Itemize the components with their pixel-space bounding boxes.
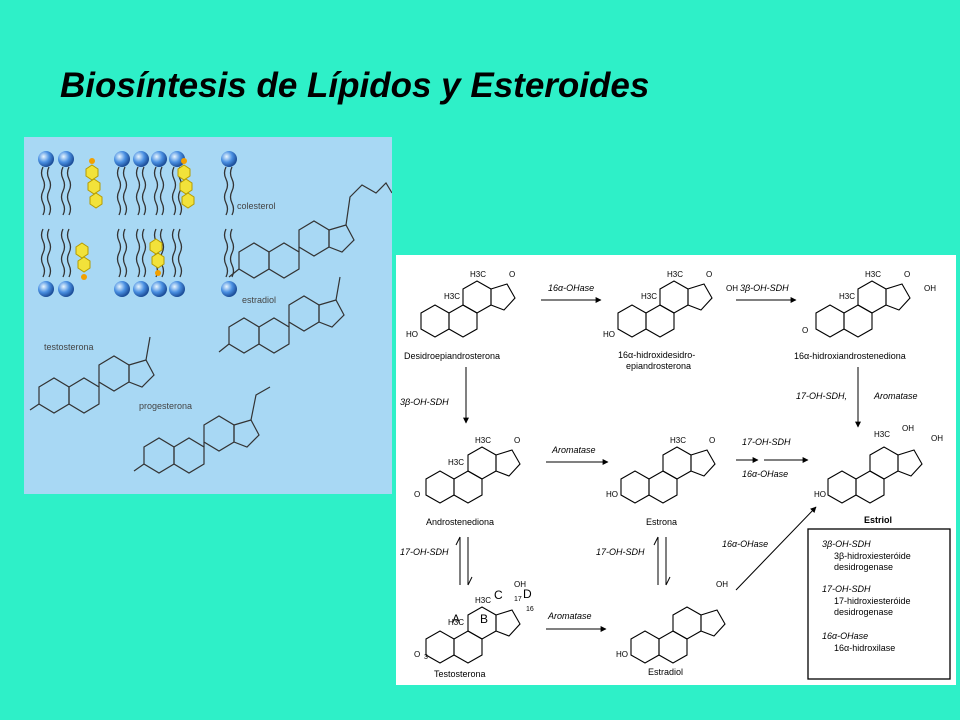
svg-text:O: O: [514, 436, 520, 445]
label-estrona: Estrona: [646, 517, 677, 527]
svg-text:HO: HO: [616, 650, 628, 659]
svg-text:OH: OH: [716, 580, 728, 589]
bottom-leaflet: [38, 228, 237, 297]
svg-text:H3C: H3C: [874, 430, 890, 439]
label-androstenediona: Androstenediona: [426, 517, 494, 527]
svg-text:17-OH-SDH: 17-OH-SDH: [400, 547, 449, 557]
svg-text:O: O: [802, 326, 808, 335]
top-leaflet: [38, 151, 237, 216]
compound-estradiol: OH HO Estradiol: [616, 580, 728, 677]
compound-androstenedione: H3C H3C O O Androstenediona: [414, 436, 521, 527]
svg-text:OH: OH: [924, 284, 936, 293]
slide-title: Biosíntesis de Lípidos y Esteroides: [60, 66, 650, 105]
label-16oh-dhea-2: epiandrosterona: [626, 361, 691, 371]
svg-text:Aromatase: Aromatase: [873, 391, 918, 401]
label-estradiol: estradiol: [242, 295, 276, 305]
svg-text:HO: HO: [814, 490, 826, 499]
cholesterol-structure: [228, 182, 392, 279]
svg-text:A: A: [452, 612, 460, 626]
compound-testosterone: A B C D H3C H3C OH 17 16 O 3 Testosteron…: [414, 580, 534, 679]
svg-text:17: 17: [514, 596, 522, 603]
label-16oh-androstenedione: 16α-hidroxiandrostenediona: [794, 351, 906, 361]
compound-dhea: H3C H3C O HO Desidroepiandrosterona: [404, 270, 516, 361]
label-estriol: Estriol: [864, 515, 892, 525]
svg-text:17-OH-SDH: 17-OH-SDH: [822, 584, 871, 594]
svg-text:H3C: H3C: [475, 596, 491, 605]
svg-text:3β-OH-SDH: 3β-OH-SDH: [400, 397, 449, 407]
svg-text:D: D: [523, 587, 532, 601]
label-colesterol: colesterol: [237, 201, 276, 211]
compound-estrone: H3C O HO Estrona: [606, 436, 716, 527]
progesterone-structure: [133, 386, 271, 474]
svg-text:H3C: H3C: [641, 292, 657, 301]
svg-text:H3C: H3C: [448, 618, 464, 627]
svg-text:17-OH-SDH: 17-OH-SDH: [596, 547, 645, 557]
compound-16oh-androstenedione: H3C H3C O OH O 16α-hidroxiandrostenedion…: [794, 270, 936, 361]
svg-text:17-OH-SDH,: 17-OH-SDH,: [796, 391, 847, 401]
compound-estriol: H3C OH OH HO Estriol: [814, 424, 943, 525]
compound-16oh-dhea: H3C H3C O OH HO 16α-hidroxidesidro- epia…: [603, 270, 738, 371]
svg-text:16α-OHase: 16α-OHase: [822, 631, 868, 641]
svg-text:desidrogenase: desidrogenase: [834, 607, 893, 617]
svg-text:C: C: [494, 588, 503, 602]
testosterone-structure: [29, 336, 155, 414]
svg-text:H3C: H3C: [670, 436, 686, 445]
svg-text:O: O: [709, 436, 715, 445]
svg-text:OH: OH: [514, 580, 526, 589]
steroid-pathway-diagram: H3C H3C O HO Desidroepiandrosterona H3C …: [400, 270, 951, 680]
lipid-membrane-panel: colesterol estradiol testosterona: [24, 137, 392, 494]
svg-text:3β-hidroxiesteróide: 3β-hidroxiesteróide: [834, 551, 911, 561]
svg-text:OH: OH: [726, 284, 738, 293]
svg-text:H3C: H3C: [667, 270, 683, 279]
svg-text:OH: OH: [931, 434, 943, 443]
svg-text:O: O: [706, 270, 712, 279]
svg-text:OH: OH: [902, 424, 914, 433]
svg-text:desidrogenase: desidrogenase: [834, 562, 893, 572]
label-progesterona: progesterona: [139, 401, 192, 411]
svg-text:H3C: H3C: [475, 436, 491, 445]
svg-text:B: B: [480, 612, 488, 626]
label-testosterona: Testosterona: [434, 669, 486, 679]
svg-text:HO: HO: [603, 330, 615, 339]
svg-text:O: O: [904, 270, 910, 279]
enzyme-legend: 3β-OH-SDH 3β-hidroxiesteróide desidrogen…: [807, 528, 951, 680]
estradiol-structure: [218, 276, 345, 354]
svg-text:3: 3: [424, 654, 428, 661]
svg-text:17-OH-SDH: 17-OH-SDH: [742, 437, 791, 447]
svg-text:HO: HO: [406, 330, 418, 339]
svg-text:3β-OH-SDH: 3β-OH-SDH: [740, 283, 789, 293]
svg-text:H3C: H3C: [839, 292, 855, 301]
svg-text:16α-OHase: 16α-OHase: [548, 283, 594, 293]
svg-text:O: O: [414, 650, 420, 659]
svg-text:O: O: [509, 270, 515, 279]
steroid-pathway-panel: H3C H3C O HO Desidroepiandrosterona H3C …: [396, 255, 956, 685]
svg-text:H3C: H3C: [444, 292, 460, 301]
svg-text:O: O: [414, 490, 420, 499]
lipid-membrane-illustration: colesterol estradiol testosterona: [29, 151, 392, 474]
label-testosterona: testosterona: [44, 342, 94, 352]
label-estradiol: Estradiol: [648, 667, 683, 677]
svg-text:16: 16: [526, 606, 534, 613]
svg-text:HO: HO: [606, 490, 618, 499]
label-dhea: Desidroepiandrosterona: [404, 351, 500, 361]
svg-text:Aromatase: Aromatase: [551, 445, 596, 455]
svg-text:16α-OHase: 16α-OHase: [722, 539, 768, 549]
svg-text:H3C: H3C: [865, 270, 881, 279]
svg-text:Aromatase: Aromatase: [547, 611, 592, 621]
label-16oh-dhea-1: 16α-hidroxidesidro-: [618, 350, 695, 360]
svg-text:17-hidroxiesteróide: 17-hidroxiesteróide: [834, 596, 911, 606]
svg-text:16α-hidroxilase: 16α-hidroxilase: [834, 643, 895, 653]
svg-text:H3C: H3C: [470, 270, 486, 279]
svg-text:3β-OH-SDH: 3β-OH-SDH: [822, 539, 871, 549]
svg-text:H3C: H3C: [448, 458, 464, 467]
svg-text:16α-OHase: 16α-OHase: [742, 469, 788, 479]
